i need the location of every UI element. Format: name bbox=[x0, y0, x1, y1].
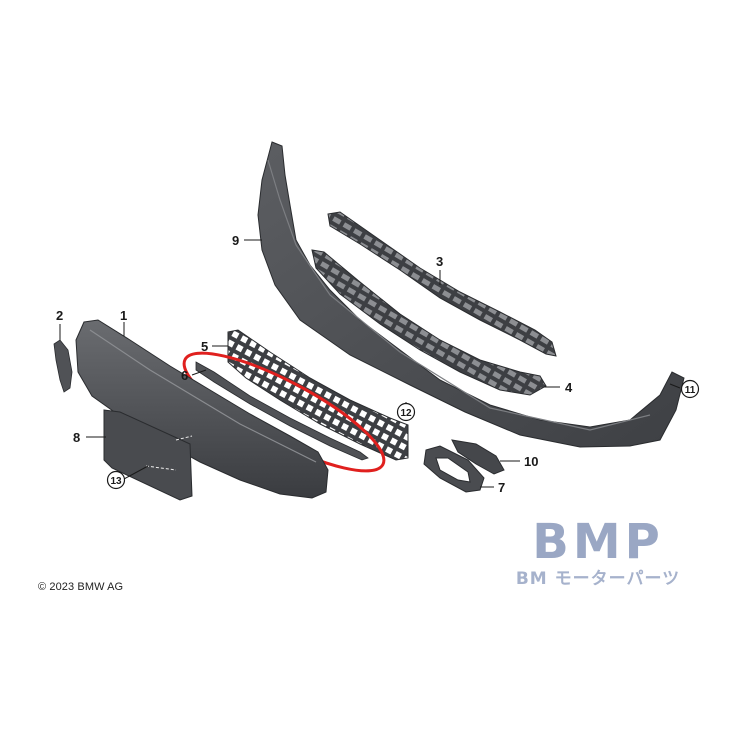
callout-4: 4 bbox=[565, 380, 573, 395]
callout-8: 8 bbox=[73, 430, 80, 445]
lower-grille-strip bbox=[311, 249, 547, 396]
center-mesh-grille bbox=[227, 329, 409, 461]
callout-1: 1 bbox=[120, 308, 127, 323]
callout-11: 11 bbox=[680, 379, 700, 399]
callout-13-label: 13 bbox=[110, 476, 122, 487]
callout-5: 5 bbox=[201, 339, 208, 354]
callout-7: 7 bbox=[498, 480, 505, 495]
logo-main-text: BMP bbox=[532, 514, 664, 570]
callout-6: 6 bbox=[181, 368, 188, 383]
callout-3: 3 bbox=[436, 254, 443, 269]
callout-12: 12 bbox=[396, 402, 416, 422]
license-plate-base bbox=[103, 409, 193, 501]
callout-13: 13 bbox=[106, 470, 126, 490]
callout-9: 9 bbox=[232, 233, 239, 248]
callout-10: 10 bbox=[524, 454, 538, 469]
leader-lines bbox=[59, 239, 681, 488]
callout-2: 2 bbox=[56, 308, 63, 323]
callout-12-label: 12 bbox=[400, 408, 412, 419]
side-cap bbox=[53, 339, 73, 393]
upper-grille-strip bbox=[327, 211, 557, 357]
small-bracket bbox=[451, 439, 505, 475]
logo-sub-text: BM モーターパーツ bbox=[515, 569, 681, 589]
bmp-logo: BMP BM モーターパーツ bbox=[478, 515, 718, 589]
copyright-notice: © 2023 BMW AG bbox=[38, 581, 124, 593]
trim-strip bbox=[195, 361, 369, 461]
trim-ring bbox=[423, 445, 485, 493]
lower-bumper-cover bbox=[75, 319, 329, 499]
callout-11-label: 11 bbox=[685, 385, 696, 396]
